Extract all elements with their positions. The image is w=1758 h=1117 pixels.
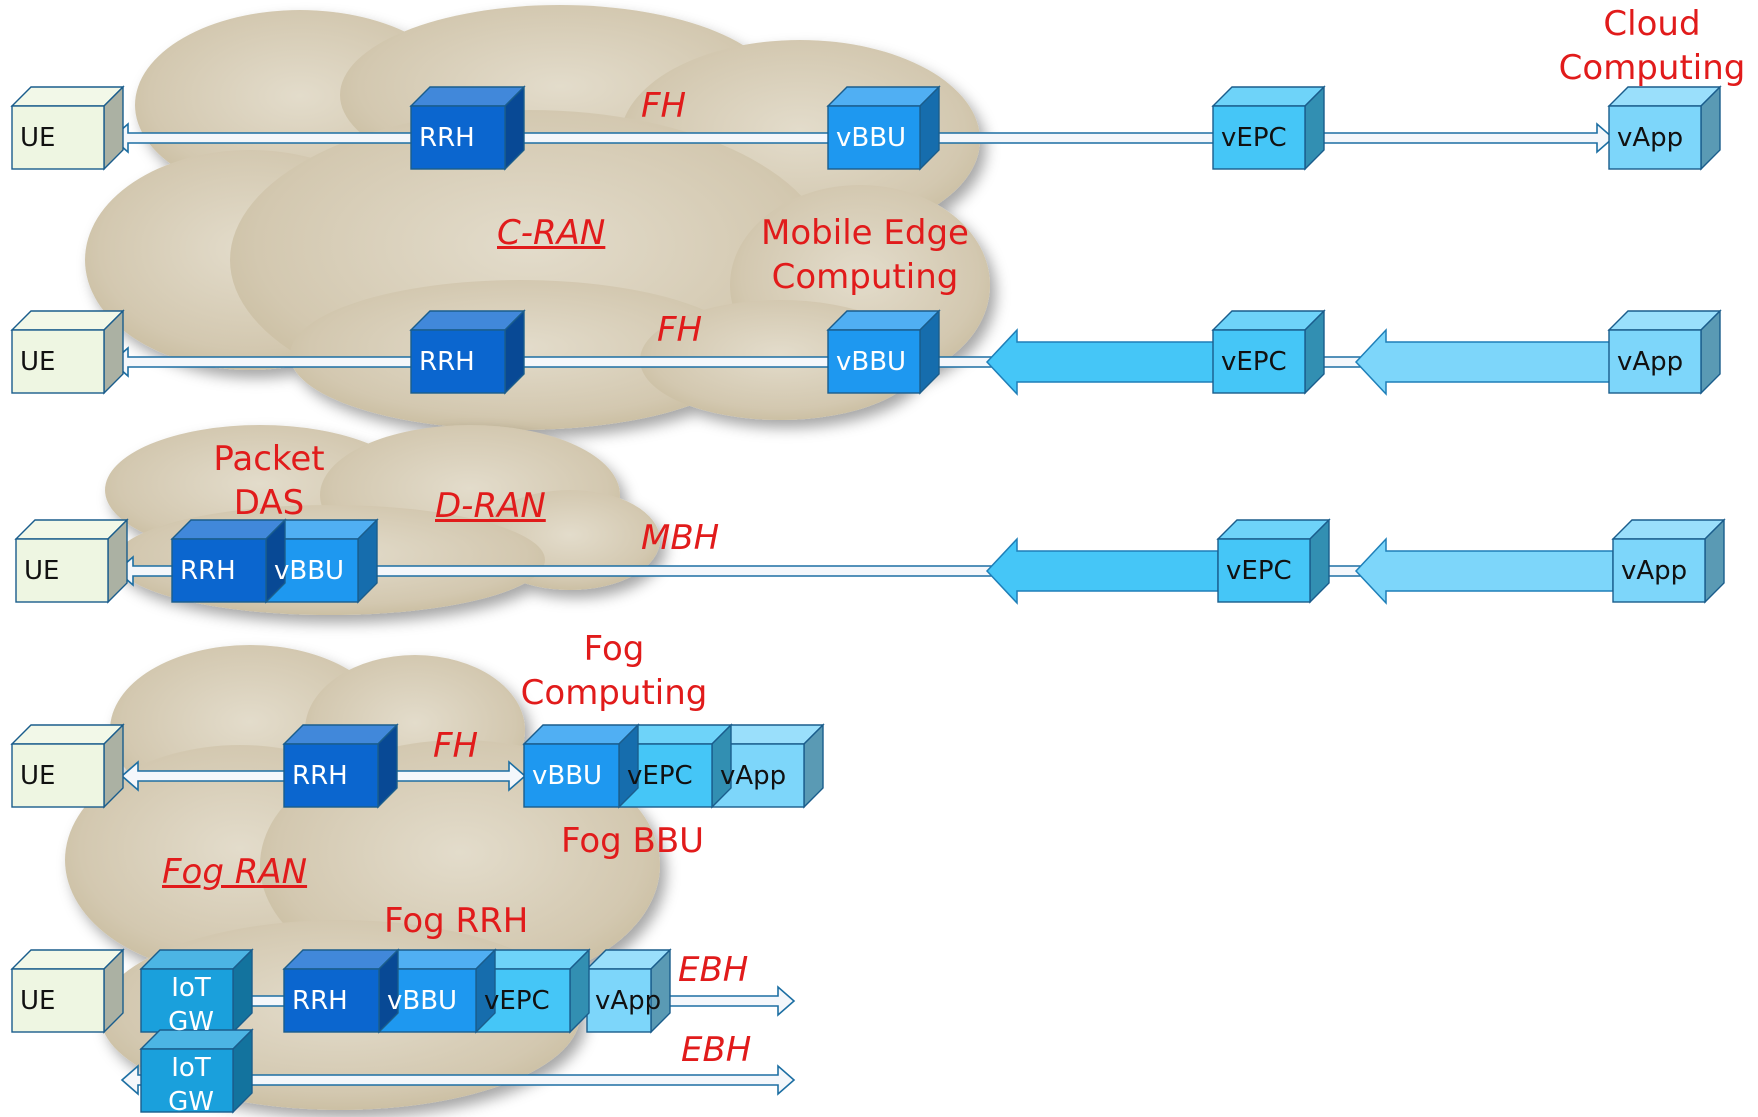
vapp-row1 [1607,85,1722,171]
vapp-row3 [1611,518,1726,604]
rrh-row3 [170,518,287,604]
arrow-row6 [120,1064,796,1096]
rrh-row1 [409,85,526,171]
vepc-row3 [1216,518,1331,604]
label-fog-computing: Fog Computing [520,629,708,713]
vepc-row5 [474,948,591,1034]
vapp-row5 [585,948,672,1034]
rrh-row5 [282,948,400,1034]
label-fh-row2: FH [657,310,703,350]
vbbu-row1 [826,85,941,171]
vepc-row1 [1211,85,1326,171]
vapp-row2 [1607,309,1722,395]
vbbu-row3 [264,518,379,604]
label-c-ran: C-RAN [497,213,606,253]
label-fh-row1: FH [641,86,687,126]
ue-row1 [10,85,125,171]
vbbu-row4 [522,723,640,809]
label-ebh-upper: EBH [678,950,749,990]
label-fh-row4: FH [433,726,479,766]
boxes-layer [10,85,1726,1114]
vepc-row2 [1211,309,1326,395]
ue-row3 [14,518,129,604]
label-cloud-computing: Cloud Computing [1558,4,1746,88]
label-fog-ran: Fog RAN [162,852,308,892]
block-arrow-row2-a [985,328,1219,396]
iot-gw-row5 [139,948,254,1034]
rrh-row4 [282,723,399,809]
label-packet-das: Packet DAS [213,439,325,523]
block-arrow-row2-b [1354,328,1614,396]
block-arrow-row3-b [1354,537,1614,605]
vepc-row4 [617,723,733,809]
label-fog-bbu: Fog BBU [561,821,705,861]
label-ebh-lower: EBH [681,1030,752,1070]
vbbu-row2 [826,309,941,395]
ue-row5 [10,948,125,1034]
label-d-ran: D-RAN [435,486,546,526]
label-fog-rrh: Fog RRH [384,901,529,941]
label-mobile-edge-computing: Mobile Edge Computing [761,213,969,297]
rrh-row2 [409,309,526,395]
ue-row4 [10,723,125,809]
iot-gw-row6 [139,1028,254,1114]
ue-row2 [10,309,125,395]
block-arrow-row3-a [985,537,1219,605]
label-mbh: MBH [641,518,720,558]
